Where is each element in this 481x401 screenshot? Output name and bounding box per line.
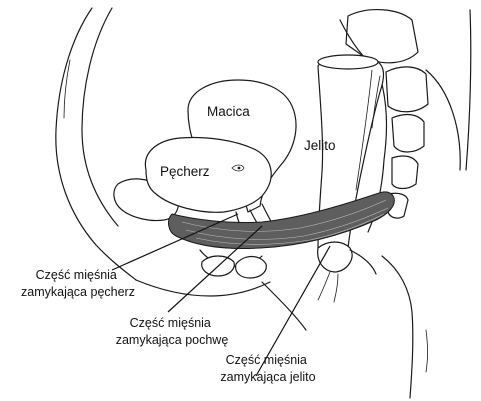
bladder-muscle-label-line2: zamykająca pęcherz	[21, 285, 135, 299]
bladder-muscle-label: Część mięśnia zamykająca pęcherz	[21, 268, 135, 299]
bladder-label: Pęcherz	[160, 164, 210, 179]
bowel-muscle-label-line1: Część mięśnia	[226, 353, 307, 367]
uterus-label: Macica	[207, 104, 250, 119]
vagina-muscle-label-line2: zamykająca pochwę	[116, 333, 229, 347]
bowel-label: Jelito	[304, 138, 336, 153]
abdominal-wall	[56, 8, 136, 280]
bowel-muscle-label-line2: zamykająca jelito	[220, 370, 315, 384]
vagina-muscle-label: Część mięśnia zamykająca pochwę	[116, 316, 229, 347]
bowel-muscle-label: Część mięśnia zamykająca jelito	[220, 353, 315, 384]
bladder-muscle-label-line1: Część mięśnia	[36, 268, 117, 282]
vagina-muscle-label-line1: Część mięśnia	[130, 316, 211, 330]
